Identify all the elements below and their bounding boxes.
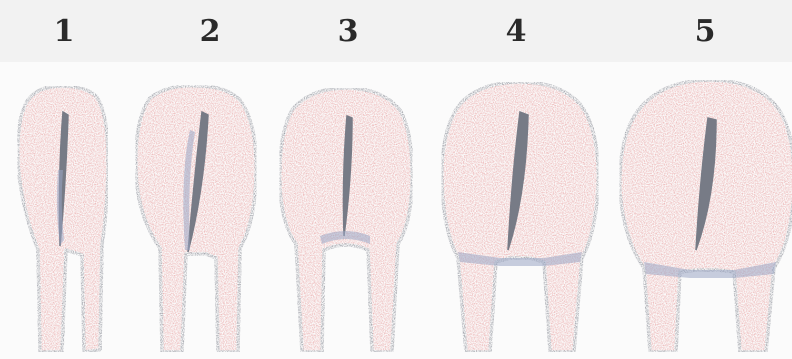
hindquarter-2-icon bbox=[136, 86, 256, 352]
hindquarter-1-icon bbox=[18, 86, 108, 352]
hindquarter-4-icon bbox=[442, 82, 598, 352]
hindquarter-3-icon bbox=[280, 88, 413, 352]
hindquarter-5-icon bbox=[620, 80, 792, 352]
